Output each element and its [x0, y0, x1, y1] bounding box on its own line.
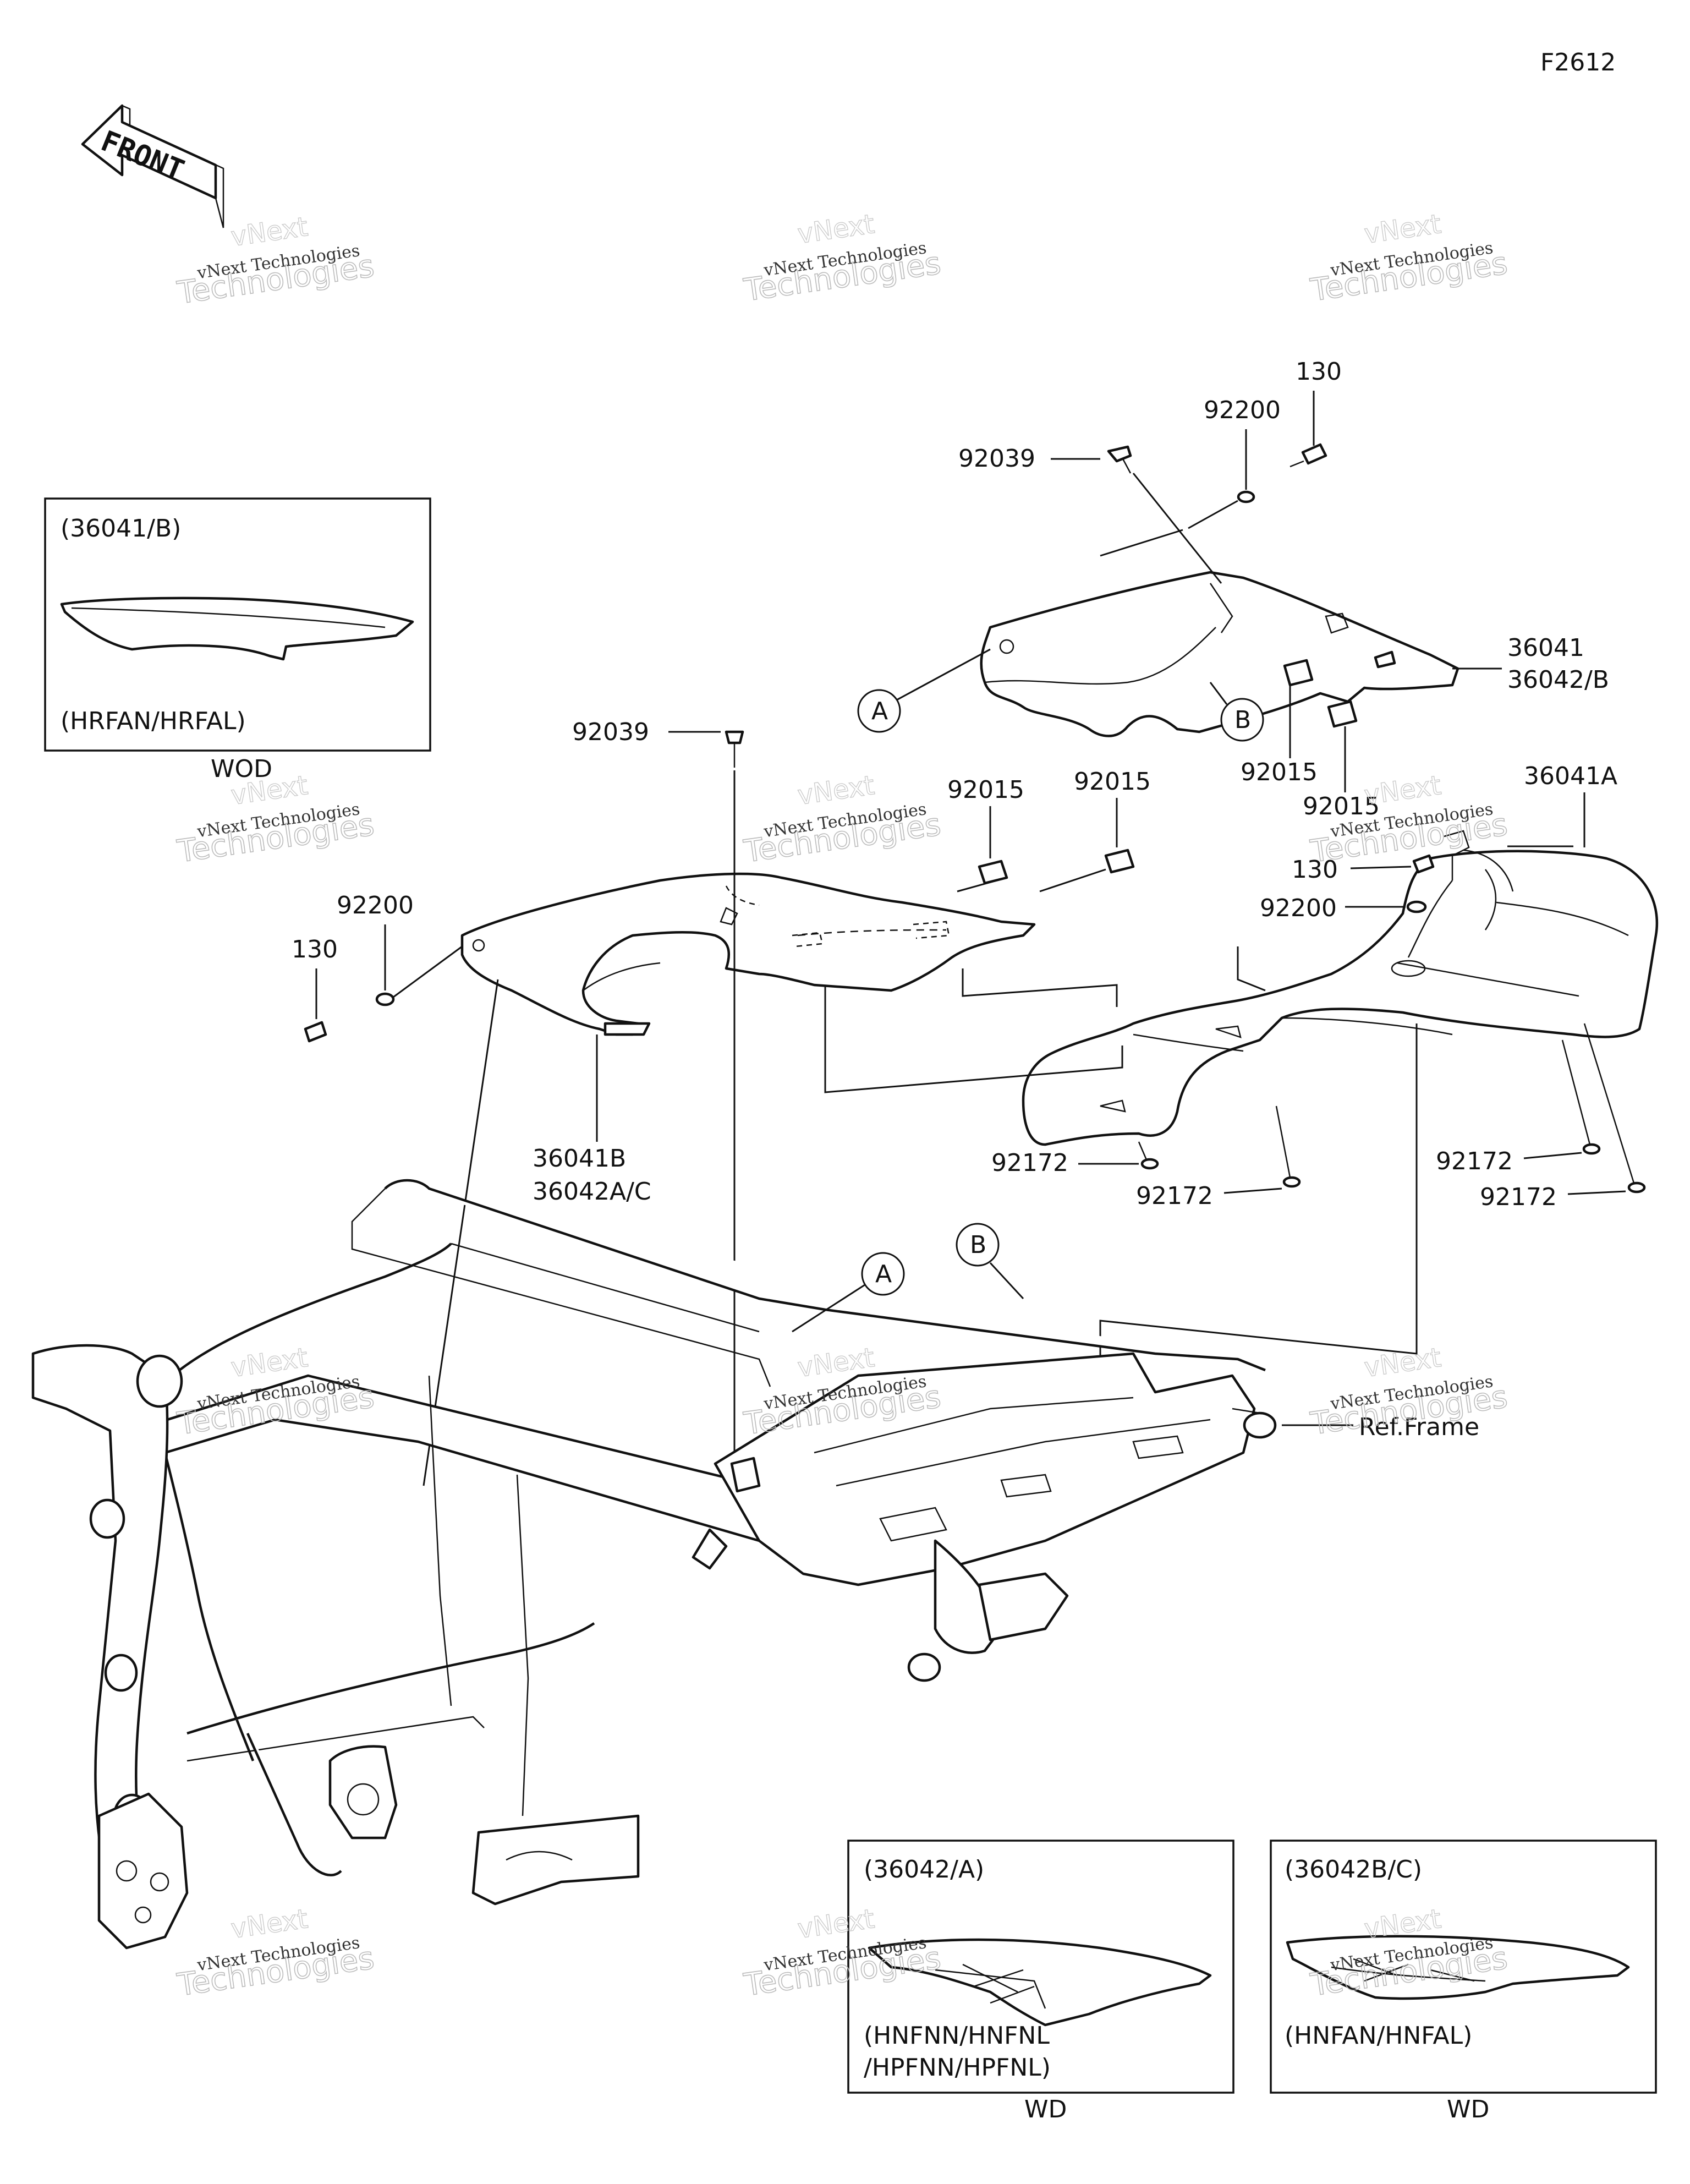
inset-wod: (36041/B) (HRFAN/HRFAL) WOD: [44, 497, 431, 783]
callout-92172-2: 92172: [1136, 1182, 1213, 1210]
callout-130-mid: 130: [1292, 856, 1338, 884]
screws-92172: [1138, 1023, 1646, 1194]
inset-wd-b-part: (36042B/C): [1285, 1855, 1422, 1884]
figure-id: F2612: [1540, 48, 1616, 76]
left-side-cover: [460, 872, 1036, 1036]
callout-130-top: 130: [1296, 358, 1342, 386]
callout-92015-l2: 92015: [1074, 768, 1151, 796]
watermark-line3: vNext: [1362, 1342, 1443, 1383]
cover-a-silhouette: [868, 1938, 1212, 2027]
inset-wod-part: (36041/B): [61, 514, 181, 543]
watermark-line3: vNext: [229, 211, 310, 253]
callout-36042b: 36042/B: [1507, 666, 1609, 694]
inset-wd-b: (36042B/C) (HNFAN/HNFAL) WD: [1270, 1840, 1657, 2123]
callout-36041a: 36041A: [1524, 762, 1617, 790]
callout-92015-r2: 92015: [1303, 792, 1380, 820]
upper-right-cover: [980, 571, 1459, 737]
inset-wod-caption: WOD: [211, 755, 272, 783]
callout-92200-left: 92200: [337, 891, 414, 919]
watermark-line3: vNext: [795, 770, 876, 811]
callout-92039-left: 92039: [572, 718, 649, 746]
watermark-line3: vNext: [1362, 770, 1443, 811]
inset-wd-a-caption: WD: [1024, 2095, 1067, 2123]
callout-92200-mid: 92200: [1260, 894, 1337, 922]
svg-text:A: A: [875, 1260, 892, 1288]
bolt-92039-left-icon: [725, 730, 744, 768]
watermark-line3: vNext: [795, 209, 876, 250]
bolt-130-mid-icon: [1412, 854, 1435, 874]
callout-92015-r1: 92015: [1241, 758, 1318, 786]
ref-a-upper: A: [857, 648, 991, 733]
inset-wd-a: (36042/A) (HNFNN/HNFNL /HPFNN/HPFNL) WD: [847, 1840, 1234, 2123]
motorcycle-frame: [31, 1179, 1277, 1950]
bolt-92039-top-icon: [1107, 445, 1132, 474]
inset-wd-a-models-1: (HNFNN/HNFNL: [864, 2022, 1050, 2050]
watermark-line3: vNext: [229, 1903, 310, 1945]
callout-92200-top: 92200: [1204, 396, 1281, 424]
inset-wd-a-part: (36042/A): [864, 1855, 984, 1884]
bolt-130-top-icon: [1290, 443, 1327, 468]
callout-92172-4: 92172: [1480, 1183, 1557, 1211]
inset-wd-b-caption: WD: [1447, 2095, 1489, 2123]
callout-92172-1: 92172: [991, 1149, 1068, 1177]
svg-text:B: B: [1234, 706, 1251, 734]
callout-36041: 36041: [1507, 634, 1584, 662]
nut-92015-l2-icon: [1104, 849, 1135, 874]
ref-b-upper: B: [1209, 682, 1264, 742]
inset-wod-models: (HRFAN/HRFAL): [61, 707, 246, 735]
washer-92200-left-icon: [375, 992, 395, 1006]
callout-92039-top: 92039: [958, 445, 1035, 473]
front-arrow-icon: FRONT: [81, 104, 224, 228]
ref-b-lower: B: [956, 1223, 1024, 1300]
washer-92200-top-icon: [1237, 490, 1255, 503]
inset-wd-a-models-2: /HPFNN/HPFNL): [864, 2054, 1051, 2082]
right-tail-cover: [1022, 849, 1659, 1146]
inset-wd-b-models: (HNFAN/HNFAL): [1285, 2022, 1472, 2050]
bolt-130-left-icon: [304, 1021, 327, 1043]
nut-92015-l1-icon: [978, 860, 1008, 885]
cover-b-silhouette: [1286, 1935, 1630, 2000]
callout-36041b: 36041B: [533, 1145, 626, 1173]
callout-36042ac: 36042A/C: [533, 1178, 651, 1206]
callout-92172-3: 92172: [1436, 1147, 1513, 1175]
side-cover-silhouette: [60, 596, 414, 661]
svg-text:B: B: [970, 1231, 986, 1259]
ref-frame-label: Ref.Frame: [1359, 1413, 1479, 1441]
callout-130-left: 130: [292, 935, 338, 964]
ref-a-lower: A: [792, 1252, 905, 1333]
callout-92015-l1: 92015: [947, 776, 1024, 804]
washer-92200-mid-icon: [1406, 900, 1427, 913]
svg-text:A: A: [871, 697, 888, 725]
watermark-line3: vNext: [1362, 209, 1443, 250]
